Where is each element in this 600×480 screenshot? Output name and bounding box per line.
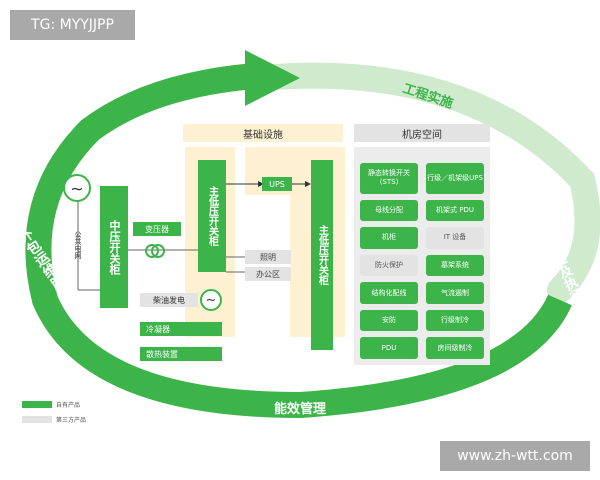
transformer: 变压器 xyxy=(133,222,181,236)
ring-arrow-head xyxy=(245,50,300,106)
diesel-generator-box: 柴油发电 xyxy=(140,293,198,307)
legend-swatch-third xyxy=(22,415,52,423)
room-cell-cabling: 结构化配线 xyxy=(360,282,418,304)
room-cell-rack-pdu: 机架式 PDU xyxy=(426,199,484,222)
room-cell-rack-system: 墓架系统 xyxy=(426,254,484,277)
legend: 自有产品 第三方产品 xyxy=(22,398,112,426)
watermark-top: TG: MYYJJPP xyxy=(10,10,135,40)
room-cell-security: 安防 xyxy=(360,309,418,332)
main-arc xyxy=(25,63,572,419)
cooling-device-box: 散热装置 xyxy=(140,347,222,361)
transformer-icon xyxy=(145,242,165,260)
condenser-box: 冷凝器 xyxy=(140,322,222,336)
room-cell-busway: 母线分配 xyxy=(360,199,418,222)
ac-source-icon: ∼ xyxy=(63,174,91,202)
room-cell-room-cooling: 房间级制冷 xyxy=(426,337,484,359)
room-cell-airflow: 气流遏制 xyxy=(426,282,484,304)
main-lv-cabinet-2: 主低压开关柜 xyxy=(311,160,333,350)
ring-label-bottom: 能效管理 xyxy=(273,402,326,417)
room-cell-fire-protection: 防火保护 xyxy=(360,254,418,277)
room-cell-cabinet: 机柜 xyxy=(360,227,418,249)
infrastructure-header: 基础设施 xyxy=(183,124,343,142)
watermark-bottom: www.zh-wtt.com xyxy=(440,441,590,471)
mv-switchgear: 中压开关柜 xyxy=(100,186,128,308)
legend-label-third: 第三方产品 xyxy=(56,416,87,424)
legend-swatch-own xyxy=(22,400,52,408)
room-cell-row-ups: 行级／机架级UPS xyxy=(426,163,484,194)
office-box: 办公区 xyxy=(245,267,291,281)
room-cell-it-equipment: IT 设备 xyxy=(426,227,484,249)
legend-label-own: 自有产品 xyxy=(56,401,81,409)
room-cell-row-cooling: 行级制冷 xyxy=(426,309,484,332)
room-space-grid: 静态转换开关(STS) 行级／机架级UPS 母线分配 机架式 PDU 机柜 IT… xyxy=(360,163,486,359)
generator-ac-icon: ∼ xyxy=(200,289,222,311)
public-grid-label: 公共电网 xyxy=(74,231,82,259)
room-space-header: 机房空间 xyxy=(354,124,490,142)
engineering-arc xyxy=(249,62,600,303)
lighting-box: 照明 xyxy=(245,250,291,264)
ups-box: UPS xyxy=(262,177,292,191)
room-cell-pdu: PDU xyxy=(360,337,418,359)
main-lv-cabinet-1: 主低压开关柜 xyxy=(198,160,226,272)
room-cell-sts: 静态转换开关(STS) xyxy=(360,163,418,194)
infrastructure-area-notch xyxy=(245,195,290,337)
